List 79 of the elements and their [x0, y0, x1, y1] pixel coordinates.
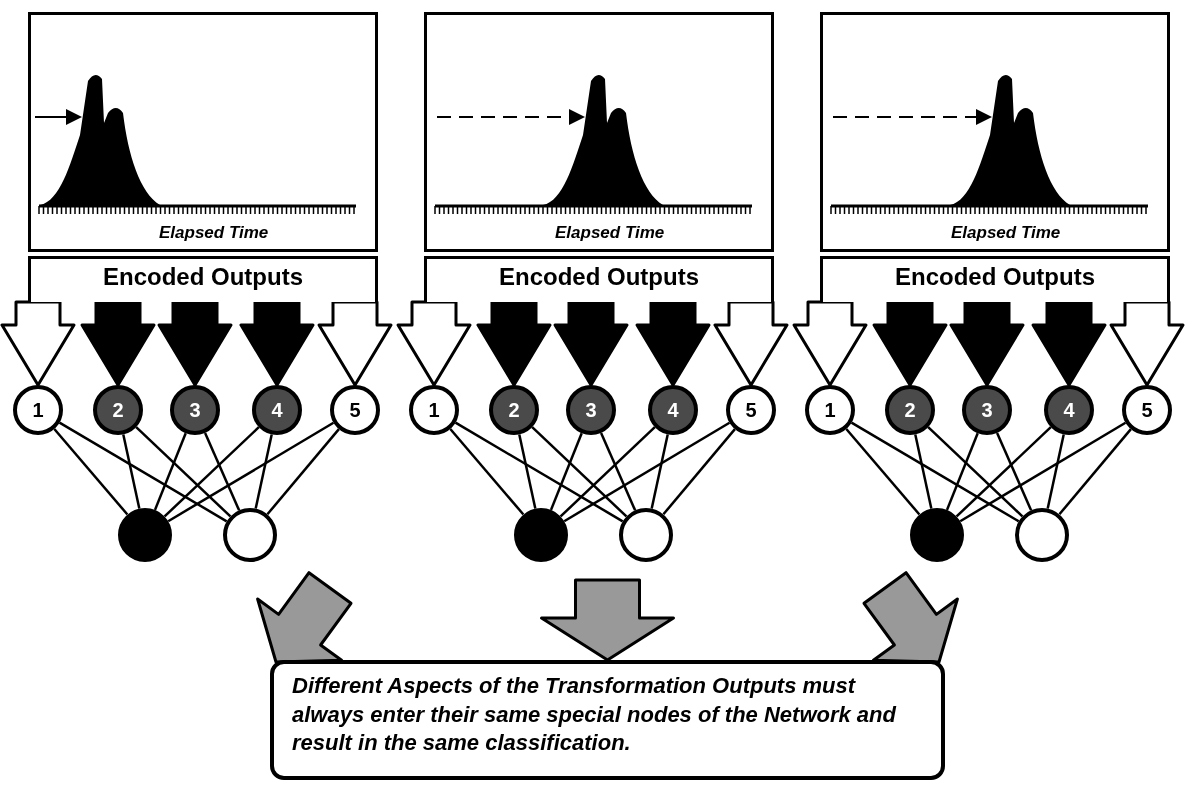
band-title: Encoded Outputs: [499, 263, 699, 292]
block-arrow: [1109, 300, 1185, 387]
block-arrow: [949, 300, 1025, 387]
output-neuron-circle: [1015, 508, 1069, 562]
block-arrow: [396, 300, 472, 387]
encoded-outputs-band: [820, 256, 1170, 302]
block-arrow: [80, 300, 156, 387]
output-neuron-circle: [910, 508, 964, 562]
input-neuron-circle: 1: [13, 385, 63, 435]
connection-line: [549, 432, 583, 511]
band-title: Encoded Outputs: [103, 263, 303, 292]
output-neuron-circle: [118, 508, 172, 562]
connection-line: [850, 421, 1020, 523]
connection-line: [662, 428, 736, 516]
band-title: Encoded Outputs: [895, 263, 1095, 292]
block-arrow: [792, 300, 868, 387]
input-neuron-circle: 3: [170, 385, 220, 435]
input-neuron-circle: 5: [726, 385, 776, 435]
block-arrow: [476, 300, 552, 387]
output-neuron-circle: [514, 508, 568, 562]
connection-line: [995, 432, 1033, 511]
block-arrow: [713, 300, 789, 387]
connection-line: [531, 426, 628, 518]
connection-line: [955, 426, 1052, 518]
connection-line: [135, 426, 232, 518]
encoded-outputs-band: [424, 256, 774, 302]
encoded-outputs-band: [28, 256, 378, 302]
connection-line: [153, 432, 187, 511]
connection-line: [845, 428, 921, 516]
connection-line: [449, 428, 525, 516]
connection-line: [563, 421, 731, 523]
connection-line: [122, 434, 141, 509]
connection-line: [454, 421, 624, 523]
connection-line: [599, 432, 637, 511]
output-neuron-circle: [223, 508, 277, 562]
block-arrow: [635, 300, 711, 387]
input-neuron-circle: 4: [648, 385, 698, 435]
note-box: Different Aspects of the Transformation Outputs must always enter their same special nodes of the Network and result in the same classification.: [270, 660, 945, 780]
input-neuron-circle: 1: [409, 385, 459, 435]
input-neuron-circle: 4: [252, 385, 302, 435]
connection-line: [266, 428, 340, 516]
block-arrow: [239, 300, 315, 387]
block-arrow: [256, 571, 353, 664]
connection-line: [927, 426, 1024, 518]
connection-line: [914, 434, 933, 509]
block-arrow: [317, 300, 393, 387]
axis-label: Elapsed Time: [951, 223, 1061, 243]
input-neuron-circle: 5: [1122, 385, 1172, 435]
block-arrow: [157, 300, 233, 387]
connection-line: [167, 421, 335, 523]
connection-line: [559, 426, 656, 518]
block-arrow: [540, 578, 675, 662]
block-arrow: [872, 300, 948, 387]
connection-line: [1058, 428, 1132, 516]
connection-line: [1046, 434, 1065, 509]
input-neuron-circle: 2: [489, 385, 539, 435]
connection-line: [945, 432, 979, 511]
input-neuron-circle: 2: [885, 385, 935, 435]
axis-label: Elapsed Time: [159, 223, 269, 243]
block-arrow: [862, 571, 959, 664]
connection-line: [163, 426, 260, 518]
axis-label: Elapsed Time: [555, 223, 665, 243]
block-arrow: [553, 300, 629, 387]
block-arrow: [0, 300, 76, 387]
connection-line: [650, 434, 669, 509]
connection-line: [58, 421, 228, 523]
input-neuron-circle: 3: [962, 385, 1012, 435]
input-neuron-circle: 2: [93, 385, 143, 435]
block-arrow: [1031, 300, 1107, 387]
connection-line: [203, 432, 241, 511]
output-neuron-circle: [619, 508, 673, 562]
input-neuron-circle: 3: [566, 385, 616, 435]
connection-line: [518, 434, 537, 509]
input-neuron-circle: 5: [330, 385, 380, 435]
connection-line: [53, 428, 129, 516]
input-neuron-circle: 1: [805, 385, 855, 435]
connection-line: [959, 421, 1127, 523]
connection-line: [254, 434, 273, 509]
input-neuron-circle: 4: [1044, 385, 1094, 435]
